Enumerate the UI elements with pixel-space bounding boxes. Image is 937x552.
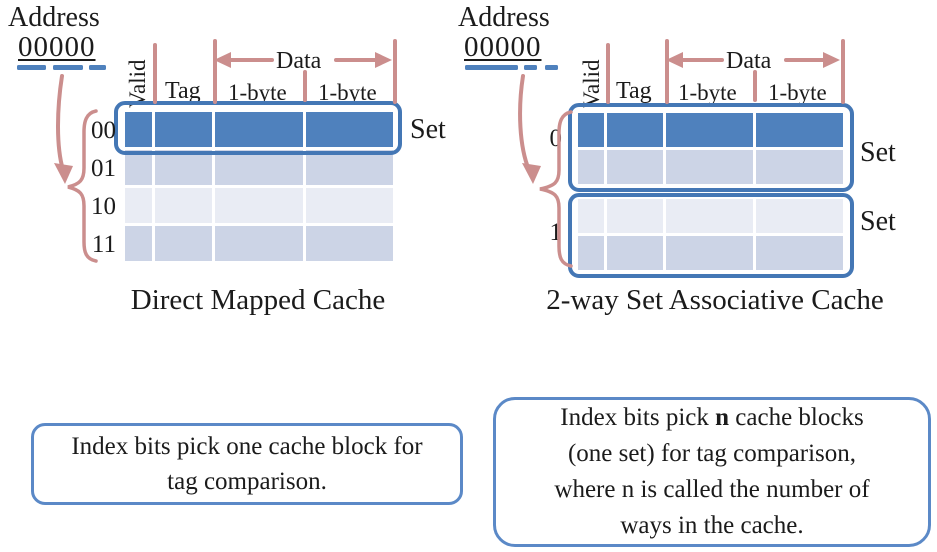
cell-byte1: [215, 112, 303, 147]
cell-byte2: [756, 236, 843, 270]
left-data-arrow-right-head: [375, 52, 392, 68]
right-address-bits: 00000: [464, 31, 542, 63]
cell-byte1: [666, 199, 753, 233]
left-index-arrow-head: [54, 163, 73, 184]
right-address-title: Address: [458, 2, 550, 33]
cell-byte2: [756, 113, 843, 147]
cell-valid: [578, 199, 604, 233]
cell-tag: [607, 113, 663, 147]
set1-way1-row: [578, 236, 843, 270]
set0-way1-row: [578, 150, 843, 184]
left-cache-row-01: [125, 150, 393, 185]
cell-byte2: [305, 188, 393, 223]
cell-valid: [125, 150, 152, 185]
right-col-valid-label: Valid: [579, 59, 604, 108]
cell-byte1: [666, 150, 753, 184]
right-data-span-label: Data: [726, 48, 772, 74]
left-data-span-label: Data: [276, 48, 322, 74]
cell-valid: [125, 188, 152, 223]
cell-byte1: [215, 188, 303, 223]
cell-tag: [155, 226, 212, 261]
cell-byte2: [305, 112, 393, 147]
left-row-label-01: 01: [91, 155, 116, 182]
left-note-box: Index bits pick one cache block for tag …: [31, 423, 463, 505]
left-cache-table: [125, 112, 393, 261]
cell-tag: [607, 150, 663, 184]
cell-byte2: [305, 150, 393, 185]
right-col-byte2-label: 1-byte: [768, 80, 827, 105]
left-row-label-10: 10: [91, 193, 116, 220]
left-set-label: Set: [410, 114, 446, 145]
right-note-line4: ways in the cache.: [620, 512, 804, 539]
left-index-arrow-shaft: [56, 74, 65, 172]
left-address-title: Address: [8, 2, 100, 33]
left-row-label-11: 11: [91, 231, 116, 258]
right-note-line3: where n is called the number of: [554, 476, 870, 503]
right-set-label-0: 0: [549, 125, 563, 152]
note-text: cache blocks: [729, 404, 864, 431]
left-caption: Direct Mapped Cache: [130, 284, 386, 316]
cell-valid: [578, 236, 604, 270]
cell-valid: [578, 150, 604, 184]
left-offset-bit-dash: [89, 65, 106, 70]
right-set1-tag: Set: [860, 206, 896, 237]
right-note-line1: Index bits pick n cache blocks: [496, 400, 928, 436]
right-cache-set1-table: [578, 199, 843, 270]
cell-valid: [578, 113, 604, 147]
left-col-valid-label: Valid: [125, 59, 150, 108]
left-note-line2: tag comparison.: [167, 468, 327, 495]
cell-tag: [155, 112, 212, 147]
cell-byte2: [756, 199, 843, 233]
right-caption: 2-way Set Associative Cache: [546, 284, 884, 316]
cell-byte2: [756, 150, 843, 184]
right-col-byte1-label: 1-byte: [678, 80, 737, 105]
cell-byte1: [215, 226, 303, 261]
right-offset-bit-dash: [545, 65, 558, 70]
left-index-bits-dash: [53, 65, 83, 70]
right-index-arrow-head: [522, 163, 541, 184]
right-index-arrow-shaft: [518, 74, 531, 172]
right-note-line2: (one set) for tag comparison,: [567, 440, 857, 467]
right-index-bit-dash: [524, 65, 537, 70]
right-note-box: Index bits pick n cache blocks (one set)…: [493, 397, 931, 547]
right-col-tag-label: Tag: [616, 78, 652, 104]
left-col-tag-label: Tag: [165, 78, 201, 104]
cell-byte1: [666, 236, 753, 270]
left-col-byte1-label: 1-byte: [228, 80, 287, 105]
cell-tag: [155, 150, 212, 185]
cell-byte1: [666, 113, 753, 147]
right-set-label-1: 1: [549, 219, 563, 246]
set0-way0-row: [578, 113, 843, 147]
right-data-arrow-left-head: [666, 52, 683, 68]
cell-tag: [155, 188, 212, 223]
left-cache-row-11: [125, 226, 393, 261]
right-cache-set0-table: [578, 113, 843, 184]
cell-tag: [607, 199, 663, 233]
left-cache-row-00: [125, 112, 393, 147]
left-address-bits: 00000: [18, 31, 96, 63]
cell-tag: [607, 236, 663, 270]
right-set0-tag: Set: [860, 137, 896, 168]
right-tag-bits-dash: [465, 65, 518, 70]
left-col-byte2-label: 1-byte: [318, 80, 377, 105]
cell-byte1: [215, 150, 303, 185]
left-data-arrow-left-head: [214, 52, 231, 68]
left-tag-bits-dash: [17, 65, 46, 70]
note-text: Index bits pick: [560, 404, 716, 431]
set1-way0-row: [578, 199, 843, 233]
cell-byte2: [305, 226, 393, 261]
left-cache-row-10: [125, 188, 393, 223]
cell-valid: [125, 226, 152, 261]
left-note-line1: Index bits pick one cache block for: [71, 433, 423, 460]
left-row-label-00: 00: [91, 117, 116, 144]
cell-valid: [125, 112, 152, 147]
right-data-arrow-right-head: [823, 52, 840, 68]
note-bold-n: n: [715, 404, 730, 431]
